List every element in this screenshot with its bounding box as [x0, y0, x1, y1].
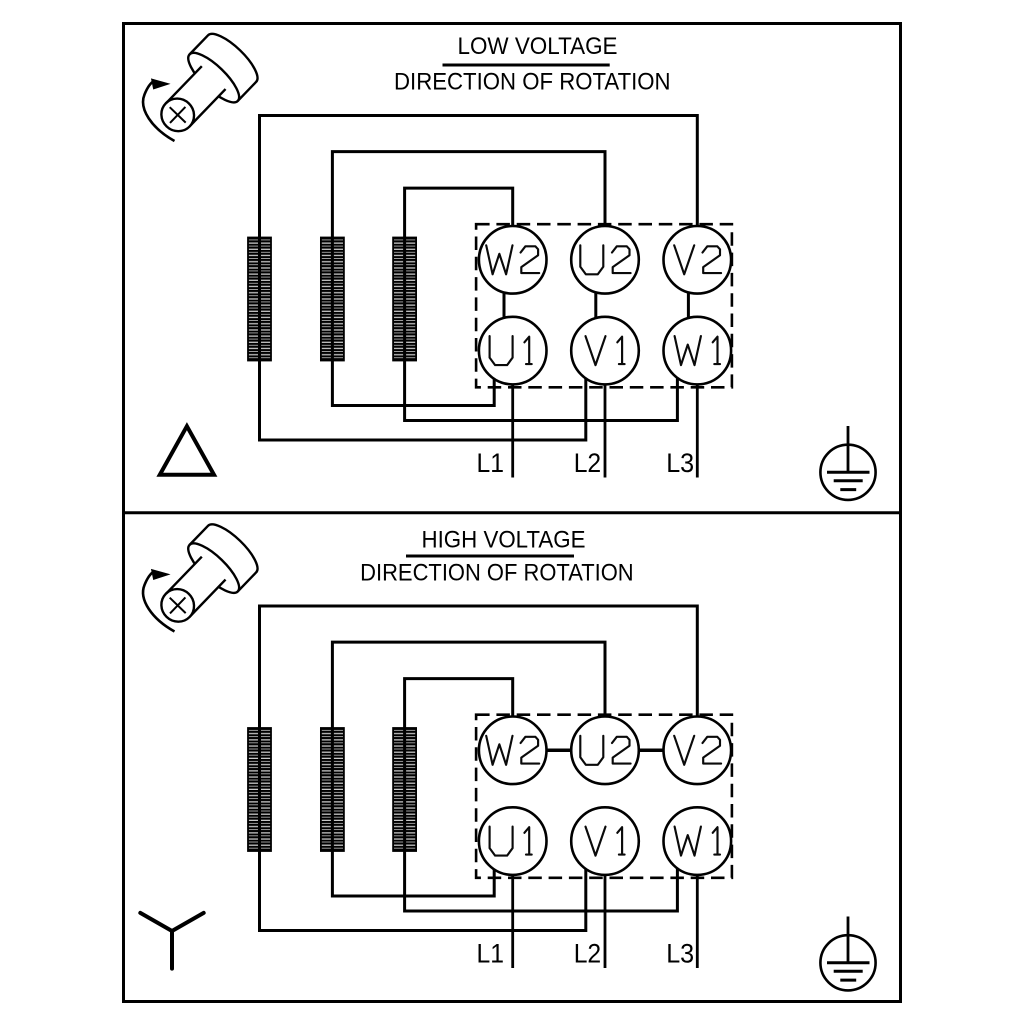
- svg-text:DIRECTION OF ROTATION: DIRECTION OF ROTATION: [394, 68, 671, 95]
- svg-text:LOW VOLTAGE: LOW VOLTAGE: [458, 33, 618, 60]
- svg-text:DIRECTION OF ROTATION: DIRECTION OF ROTATION: [360, 559, 634, 586]
- svg-text:HIGH VOLTAGE: HIGH VOLTAGE: [422, 526, 586, 553]
